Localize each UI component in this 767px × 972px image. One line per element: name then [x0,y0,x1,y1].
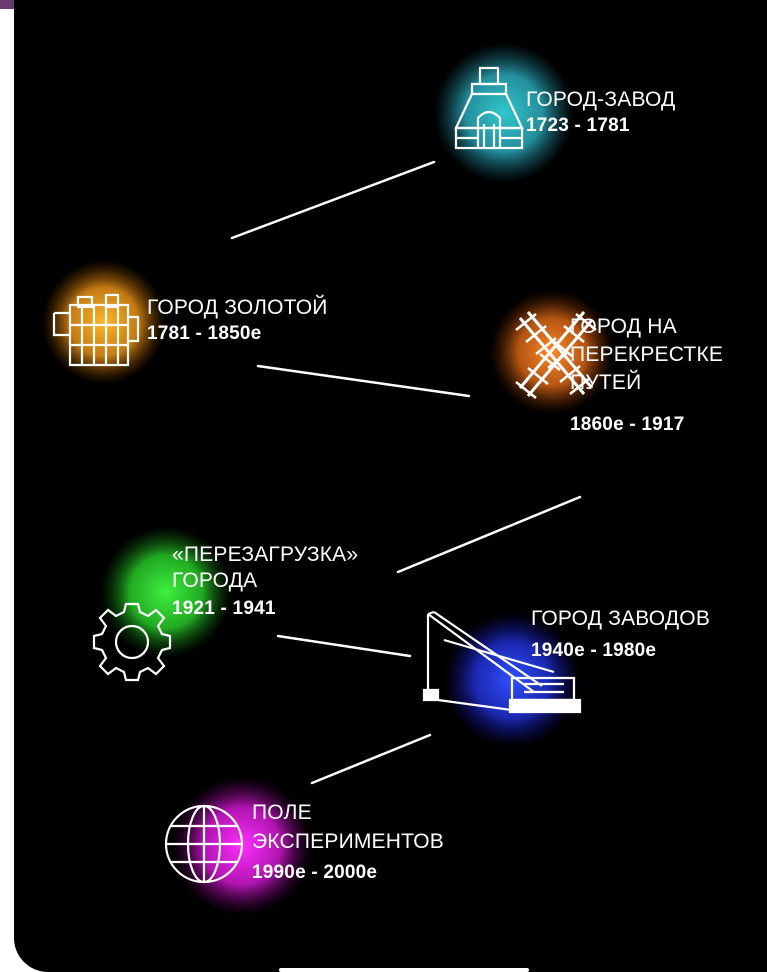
label-perezagruzka: «ПЕРЕЗАГРУЗКА» ГОРОДА 1921 - 1941 [172,542,358,622]
connector-line [310,733,432,785]
label-gorod-zavodov: ГОРОД ЗАВОДОВ 1940е - 1980е [531,604,710,666]
node-years: 1781 - 1850е [147,323,262,344]
node-years: 1990е - 2000е [252,862,378,883]
timeline-diagram [42,43,614,916]
label-gorod-zolotoy: ГОРОД ЗОЛОТОЙ 1781 - 1850е [147,296,328,346]
node-years: 1940е - 1980е [531,640,657,661]
glow-gold [42,260,166,384]
node-title: «ПЕРЕЗАГРУЗКА» ГОРОДА [172,543,359,592]
gold-mining-machine-icon [52,293,140,367]
connector-line [276,634,412,658]
crossed-railroads-icon [515,311,597,399]
node-title: ГОРОД НА ПЕРЕКРЕСТКЕ ПУТЕЙ [570,315,724,394]
node-pole-eksperimentov [164,776,312,916]
node-title: ГОРОД ЗОЛОТОЙ [147,296,328,319]
connector-lines [230,160,582,785]
node-years: 1860е - 1917 [570,414,685,435]
globe-icon [164,804,244,884]
timeline-panel: ГОРОД-ЗАВОД 1723 - 1781 ГОРОД ЗОЛОТОЙ 17… [14,0,767,972]
node-gorod-na-perekrestke [490,290,614,414]
excavator-crane-icon [422,610,582,714]
bottom-handle [279,968,529,972]
factory-building-icon [454,66,524,150]
label-gorod-na-perekrestke: ГОРОД НА ПЕРЕКРЕСТКЕ ПУТЕЙ 1860е - 1917 [570,313,723,439]
connector-line [396,495,582,574]
node-years: 1921 - 1941 [172,598,276,619]
node-years: 1723 - 1781 [526,115,630,136]
connector-line [230,160,436,240]
node-gorod-zolotoy [42,260,166,384]
label-gorod-zavod: ГОРОД-ЗАВОД 1723 - 1781 [526,88,675,138]
node-gorod-zavod [434,43,574,183]
connector-line [256,364,471,398]
node-perezagruzka [92,526,232,682]
gear-icon [92,602,172,682]
node-title: ГОРОД-ЗАВОД [526,88,676,111]
label-pole-eksperimentov: ПОЛЕ ЭКСПЕРИМЕНТОВ 1990е - 2000е [252,798,444,887]
node-gorod-zavodov [422,610,582,748]
node-title: ПОЛЕ ЭКСПЕРИМЕНТОВ [252,801,444,853]
node-title: ГОРОД ЗАВОДОВ [531,607,711,630]
